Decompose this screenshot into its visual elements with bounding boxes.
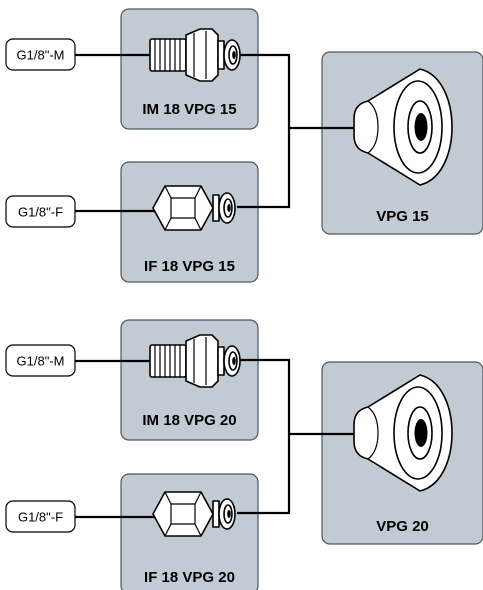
cup-name: VPG 15 xyxy=(376,208,429,225)
outlet-line xyxy=(237,358,291,515)
thread-label-female: G1/8"-F xyxy=(18,510,63,525)
adapter-name: IF 18 VPG 20 xyxy=(144,569,235,586)
adapter-name: IM 18 VPG 20 xyxy=(142,412,236,429)
thread-label-male: G1/8"-M xyxy=(17,48,65,63)
outlet-line xyxy=(237,53,291,209)
group-2: G1/8"-M G1/8"-F IM 18 VPG 20 IF 18 VPG 2… xyxy=(5,319,483,590)
thread-label-male: G1/8"-M xyxy=(17,354,65,369)
adapter-name: IM 18 VPG 15 xyxy=(142,101,236,118)
group-1: G1/8"-M G1/8"-F IM 18 VPG 15 IF 18 VPG 1… xyxy=(5,8,483,283)
thread-label-female: G1/8"-F xyxy=(18,205,63,220)
adapter-name: IF 18 VPG 15 xyxy=(144,258,235,275)
cup-name: VPG 20 xyxy=(376,518,429,535)
